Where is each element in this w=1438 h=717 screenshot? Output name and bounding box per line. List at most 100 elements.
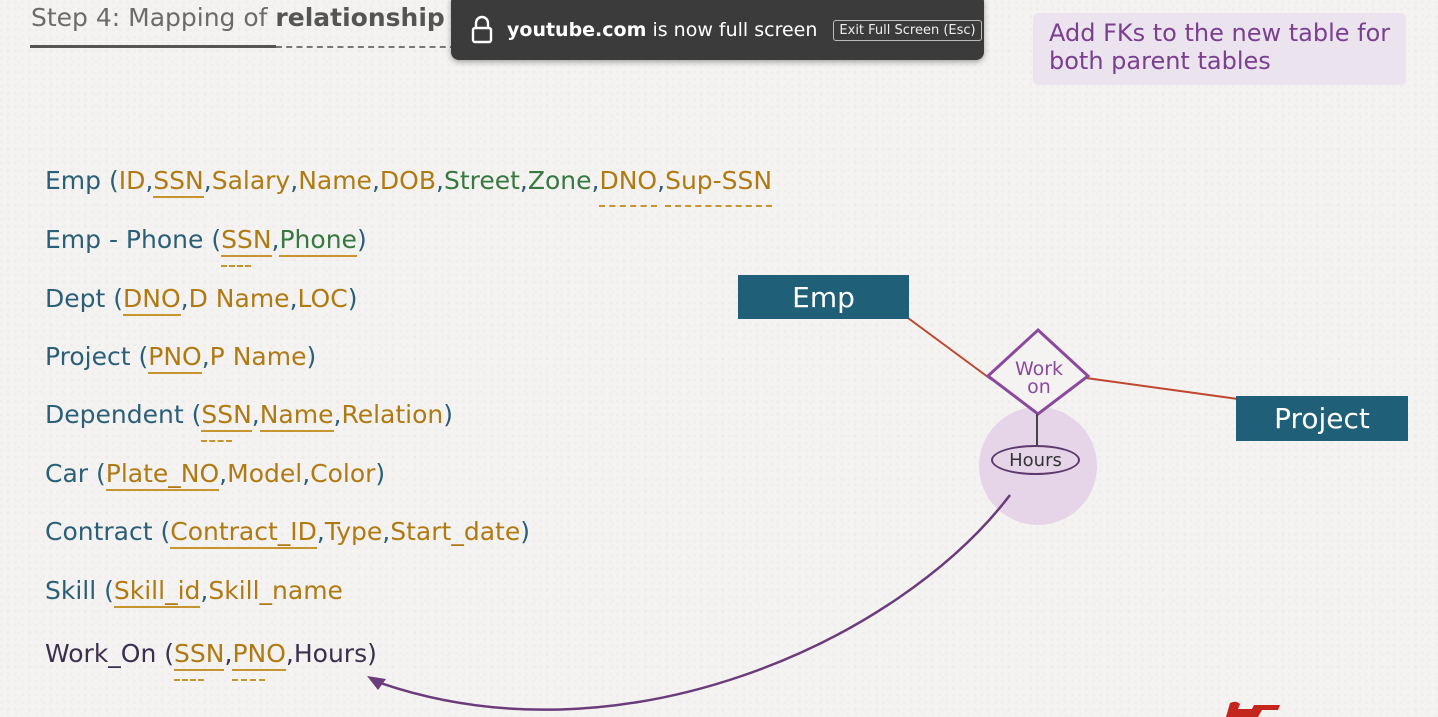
- step-title-bold: relationship: [275, 3, 445, 32]
- schema-skill: Skill (Skill_id, Skill_name: [45, 576, 343, 608]
- attr-color: Color: [310, 459, 376, 488]
- attr-ssn-pk-fk: SSN: [201, 400, 252, 442]
- project-entity-label: Project: [1274, 402, 1370, 435]
- attr-dob: DOB: [379, 166, 436, 195]
- schema-emp-phone: Emp - Phone (SSN, Phone): [45, 225, 367, 267]
- attr-type: Type: [324, 517, 383, 546]
- attr-name: Name: [298, 166, 372, 195]
- table-name: Project (: [45, 342, 149, 371]
- schema-car: Car (Plate_NO, Model, Color): [45, 459, 385, 491]
- table-name: Dependent (: [45, 400, 202, 429]
- separator: ,: [519, 166, 528, 195]
- attr-ssn-pk: SSN: [153, 166, 204, 198]
- attr-dno-fk: DNO: [599, 166, 658, 207]
- attr-skill-id-pk: Skill_id: [113, 576, 201, 608]
- exit-fullscreen-button[interactable]: Exit Full Screen (Esc): [833, 19, 982, 41]
- schema-emp: Emp (ID, SSN, Salary, Name, DOB, Street,…: [45, 166, 773, 207]
- schema-project: Project (PNO, P Name): [45, 342, 316, 374]
- table-name: Dept (: [45, 284, 124, 313]
- separator: ,: [657, 166, 666, 195]
- table-name: Work_On (: [45, 639, 175, 668]
- separator: ,: [251, 400, 260, 429]
- separator: ,: [271, 225, 280, 254]
- separator: ,: [145, 166, 154, 195]
- attr-pname: P Name: [209, 342, 307, 371]
- attr-ssn-pk-fk: SSN: [221, 225, 272, 267]
- project-entity: Project: [1236, 396, 1408, 441]
- attr-hours: Hours: [293, 639, 368, 668]
- step-title-prefix: Step 4: Mapping of: [31, 3, 276, 32]
- separator: ,: [224, 639, 233, 668]
- close-paren: ): [443, 400, 454, 429]
- separator: ,: [333, 400, 342, 429]
- attr-sup-ssn-fk: Sup-SSN: [665, 166, 773, 207]
- attr-pno-pk-fk: PNO: [232, 639, 286, 681]
- arrow-head: [367, 676, 386, 690]
- hours-attribute-label: Hours: [1009, 449, 1062, 471]
- fullscreen-message: youtube.com is now full screen: [507, 19, 817, 41]
- separator: ,: [289, 284, 298, 313]
- attr-model: Model: [227, 459, 303, 488]
- schema-dept: Dept (DNO, D Name, LOC): [45, 284, 357, 316]
- table-name: Emp - Phone (: [45, 225, 222, 254]
- attr-zone: Zone: [527, 166, 592, 195]
- table-name: Emp (: [45, 166, 119, 195]
- fullscreen-message-text: is now full screen: [646, 19, 818, 41]
- relationship-label: Work on: [995, 358, 1083, 398]
- attr-street: Street: [443, 166, 520, 195]
- arrow-curve: [371, 494, 1011, 711]
- close-paren: ): [347, 284, 358, 313]
- separator: ,: [180, 284, 189, 313]
- relationship-label-line-1: Work: [1014, 358, 1064, 380]
- attr-pno-pk: PNO: [148, 342, 202, 374]
- attr-phone-pk: Phone: [279, 225, 357, 257]
- separator: ,: [316, 517, 325, 546]
- attr-name-pk: Name: [259, 400, 334, 432]
- separator: ,: [302, 459, 311, 488]
- table-name: Skill (: [45, 576, 114, 605]
- emp-entity-label: Emp: [792, 280, 855, 314]
- close-paren: ): [306, 342, 317, 371]
- separator: ,: [219, 459, 228, 488]
- fullscreen-notification: youtube.com is now full screen Exit Full…: [451, 0, 984, 60]
- callout-line-1: Add FKs to the new table for: [1049, 19, 1391, 47]
- step-underline: [30, 45, 276, 48]
- emp-entity: Emp: [738, 275, 909, 319]
- attr-id: ID: [118, 166, 146, 195]
- separator: ,: [436, 166, 444, 195]
- close-paren: ): [367, 639, 377, 668]
- emp-connector-line: [907, 317, 993, 381]
- schema-work-on: Work_On (SSN, PNO, Hours): [45, 639, 377, 681]
- schema-dependent: Dependent (SSN, Name, Relation): [45, 400, 454, 442]
- separator: ,: [200, 576, 209, 605]
- relationship-label-line-2: on: [1027, 376, 1051, 398]
- callout-line-2: both parent tables: [1049, 47, 1271, 75]
- separator: ,: [201, 342, 210, 371]
- project-connector-line: [1085, 377, 1239, 400]
- hours-attribute-oval: Hours: [991, 445, 1080, 475]
- separator: ,: [203, 166, 212, 195]
- schema-contract: Contract (Contract_ID, Type, Start_date): [45, 517, 530, 549]
- channel-logo: [1226, 701, 1280, 717]
- table-name: Car (: [45, 459, 106, 488]
- close-paren: ): [356, 225, 367, 254]
- attr-ssn-pk-fk: SSN: [174, 639, 225, 681]
- callout-note: Add FKs to the new table for both parent…: [1033, 13, 1406, 85]
- attr-dno-pk: DNO: [123, 284, 181, 316]
- separator: ,: [285, 639, 294, 668]
- close-paren: ): [520, 517, 530, 546]
- separator: ,: [591, 166, 600, 195]
- attr-skill-name: Skill_name: [208, 576, 343, 605]
- table-name: Contract (: [45, 517, 171, 546]
- attr-relation: Relation: [341, 400, 444, 429]
- attr-salary: Salary: [211, 166, 291, 195]
- separator: ,: [290, 166, 299, 195]
- separator: ,: [382, 517, 391, 546]
- step-dashed-underline: [276, 46, 456, 48]
- attr-plate-no-pk: Plate_NO: [105, 459, 220, 491]
- attr-loc: LOC: [297, 284, 348, 313]
- attr-contract-id-pk: Contract_ID: [170, 517, 317, 549]
- attr-start-date: Start_date: [390, 517, 521, 546]
